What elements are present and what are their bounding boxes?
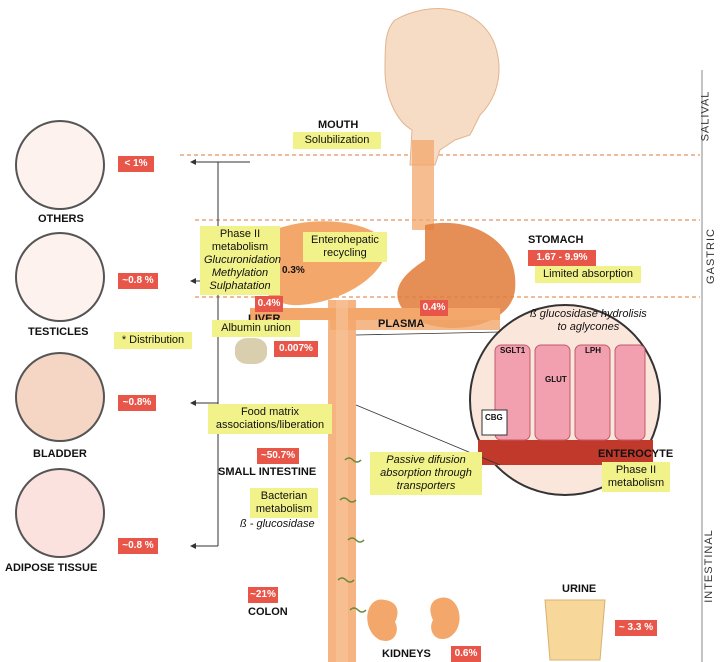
bladder-title: BLADDER [33, 448, 87, 460]
bladder-organ-circle [15, 352, 105, 442]
small-intestine-value-badge: ~50.7% [257, 448, 299, 464]
phase-gastric-label: GASTRIC [705, 228, 717, 284]
glut-label: GLUT [545, 375, 567, 384]
albumin-protein-icon [235, 338, 267, 364]
urine-beaker-icon [545, 600, 605, 660]
liver-phase2-box: Phase II metabolism Glucuronidation Meth… [200, 226, 280, 295]
sglt1-label: SGLT1 [500, 346, 525, 355]
colon-value-badge: ~21% [248, 587, 278, 603]
adipose-organ-circle [15, 468, 105, 558]
plasma-value-badge: 0.4% [420, 300, 448, 316]
small-intestine-title: SMALL INTESTINE [218, 466, 316, 478]
others-title: OTHERS [38, 213, 84, 225]
lph-label: LPH [585, 346, 601, 355]
testicles-organ-circle [15, 232, 105, 322]
adipose-value-badge: ~0.8 % [118, 538, 158, 554]
hydrolysis-label: ß glucosidase hydrolisis to aglycones [530, 308, 647, 334]
testicles-value-badge: ~0.8 % [118, 273, 158, 289]
others-value-badge: < 1% [118, 156, 154, 172]
kidneys-title: KIDNEYS [382, 648, 431, 660]
bladder-value-badge: ~0.8% [118, 395, 156, 411]
recycling-value: 0.3% [282, 265, 305, 276]
enterocyte-cells [495, 345, 645, 440]
food-matrix-box: Food matrix associations/liberation [208, 404, 332, 434]
kidney-right-icon [430, 598, 459, 639]
mouth-title: MOUTH [318, 119, 358, 131]
enterohepatic-box: Enterohepatic recycling [303, 232, 387, 262]
urine-title: URINE [562, 583, 596, 595]
kidneys-value-badge: 0.6% [451, 646, 481, 662]
stomach-value-badge: 1.67 - 9.9% [528, 250, 596, 266]
others-organ-circle [15, 120, 105, 210]
cbg-label: CBG [485, 413, 503, 422]
stomach-note: Limited absorption [535, 266, 641, 283]
phase-salival-label: SALIVAL [699, 91, 711, 142]
colon-title: COLON [248, 606, 288, 618]
enterocyte-phase2-box: Phase II metabolism [602, 462, 670, 492]
kidney-left-icon [367, 600, 397, 641]
passive-diffusion-box: Passive difusion absorption through tran… [370, 452, 482, 495]
esophagus-shape [412, 140, 434, 230]
plasma-title: PLASMA [378, 318, 424, 330]
head-icon [385, 9, 499, 165]
enterocyte-title: ENTEROCYTE [598, 448, 673, 460]
mouth-note: Solubilization [293, 132, 381, 149]
liver-value-badge: 0.4% [255, 296, 283, 312]
distribution-label: * Distribution [114, 332, 192, 349]
albumin-value-badge: 0.007% [274, 341, 318, 357]
glucosidase-label: ß - glucosidase [240, 518, 315, 530]
phase-intestinal-label: INTESTINAL [703, 529, 715, 603]
adipose-title: ADIPOSE TISSUE [5, 562, 97, 574]
albumin-label: Albumin union [212, 320, 300, 337]
bacterian-box: Bacterian metabolism [250, 488, 318, 518]
stomach-title: STOMACH [528, 234, 583, 246]
urine-value-badge: ~ 3.3 % [615, 620, 657, 636]
testicles-title: TESTICLES [28, 326, 89, 338]
distribution-arrows [190, 159, 196, 549]
